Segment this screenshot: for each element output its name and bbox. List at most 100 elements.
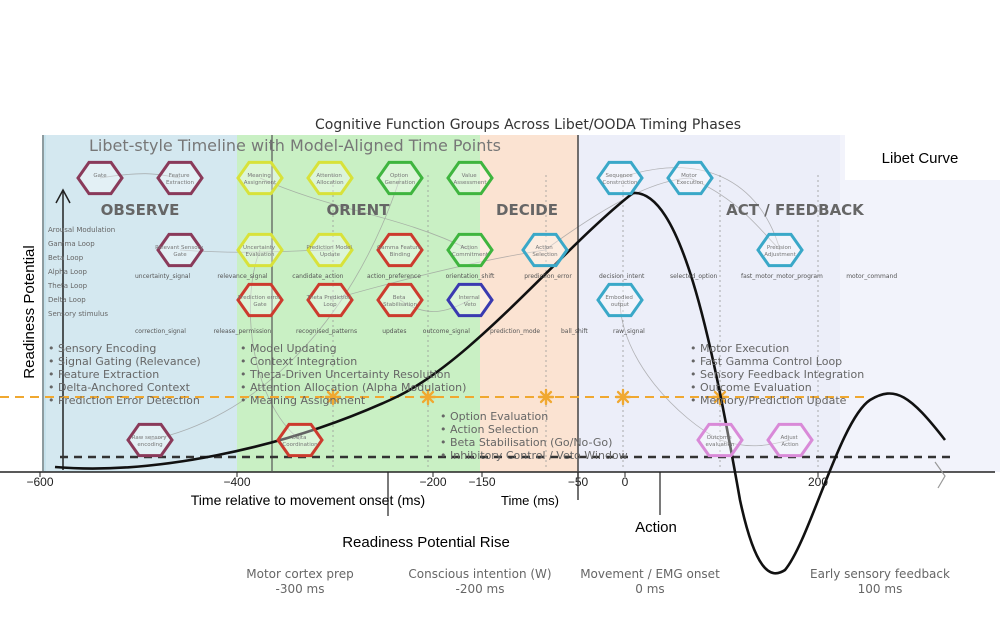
node-raw-sensory-encoding[interactable]: Raw sensory encoding [126,422,174,458]
node-outcome-evaluation[interactable]: Outcome evaluation [696,422,744,458]
node-label: Action Commitment [452,245,489,258]
hexagon-icon [306,160,354,196]
edge-label: raw_signal [613,328,645,335]
phase-label-act-feedback: ACT / FEEDBACK [726,201,865,219]
node-label: Delta Coordination [282,435,318,448]
hexagon-icon [236,160,284,196]
function-item: • Sensory Feedback Integration [690,368,864,381]
node-motor-execution[interactable]: Motor Execution [666,160,714,196]
function-item: • Meaning Assignment [240,394,366,407]
edge-label: recognised_patterns [296,328,357,335]
node-relevant-sensory-gate[interactable]: Relevant Sensory Gate [155,232,205,268]
edge-label: outcome_signal [423,328,470,335]
function-item: • Motor Execution [690,342,789,355]
node-action-commitment[interactable]: Action Commitment [446,232,494,268]
function-item: • Option Evaluation [440,410,548,423]
hexagon-icon [126,422,174,458]
event-star-icon [324,388,342,406]
hexagon-icon [156,160,204,196]
function-item: • Beta Stabilisation (Go/No-Go) [440,436,612,449]
node-label: Outcome evaluation [706,435,735,448]
node-label: Prediction Model Update [306,245,353,258]
x-axis-label: Time relative to movement onset (ms) [191,492,425,508]
phase-label-decide: DECIDE [496,201,558,219]
annotation-action: Action [635,519,677,536]
node-label: Action Selection [532,245,558,258]
hexagon-icon [446,232,494,268]
time-marker-label: Conscious intention (W)-200 ms [408,567,551,596]
time-marker-time: -200 ms [456,582,505,596]
node-delta-coordination[interactable]: Delta Coordination [276,422,324,458]
node-option-generation[interactable]: Option Generation [376,160,424,196]
node-uncertainty-evaluation[interactable]: Uncertainty Evaluation [236,232,284,268]
function-item: • Prediction Error Detection [48,394,200,407]
function-item: • Fast Gamma Control Loop [690,355,842,368]
function-item: • Inhibitory Control / Veto Window [440,449,628,462]
edge-label: updates [382,328,406,335]
node-precision-adjustment[interactable]: Precision Adjustment [756,232,804,268]
time-marker-time: 0 ms [635,582,664,596]
loop-label: Alpha Loop [48,268,87,276]
x-axis-label-2: Time (ms) [501,493,559,508]
time-marker-label: Motor cortex prep-300 ms [246,567,353,596]
hexagon-icon [766,422,814,458]
function-item: • Action Selection [440,423,539,436]
node-internal-veto[interactable]: Internal Veto [446,282,494,318]
edge-label: candidate_action [292,273,343,280]
node-label: Gate [93,173,107,179]
node-feature-extraction[interactable]: Feature Extraction [156,160,204,196]
function-item: • Theta-Driven Uncertainty Resolution [240,368,451,381]
legend-libet-curve: Libet Curve [882,150,959,167]
node-beta-stabilisation[interactable]: Beta Stabilisation [376,282,424,318]
node-theta-prediction-loop[interactable]: Theta Prediction Loop [306,282,354,318]
node-label: Adjust Action [781,435,800,448]
edge-label: ball_shift [561,328,588,335]
phase-band-3 [578,135,840,472]
node-prediction-model-update[interactable]: Prediction Model Update [306,232,354,268]
node-label: Value Assessment [454,173,488,186]
edge-label: correction_signal [135,328,186,335]
chart-subtitle: Libet-style Timeline with Model-Aligned … [89,136,501,155]
event-star-icon [419,388,437,406]
y-axis-arrow-icon [55,188,71,204]
x-tick-label: 200 [808,475,828,489]
loop-label: Delta Loop [48,296,86,304]
edge-label: motor_command [846,273,897,280]
node-embodied-output[interactable]: Embodied output [596,282,644,318]
hexagon-icon [306,232,354,268]
x-tick-label: −150 [468,475,495,489]
edge-label: action_preference [367,273,421,280]
hexagon-icon [306,282,354,318]
node-gate[interactable]: Gate [76,160,124,196]
node-meaning-assignment[interactable]: Meaning Assignment [236,160,284,196]
node-attention-allocation[interactable]: Attention Allocation [306,160,354,196]
function-item: • Signal Gating (Relevance) [48,355,201,368]
node-sequence-construction[interactable]: Sequence Construction [596,160,644,196]
node-value-assessment[interactable]: Value Assessment [446,160,494,196]
node-label: Uncertainty Evaluation [243,245,277,258]
phase-band-1 [237,135,480,472]
node-label: Gamma Feature Binding [377,245,423,258]
y-axis-label: Readiness Potential [21,245,38,378]
hexagon-icon [156,232,204,268]
node-label: Precision Adjustment [764,245,796,258]
phase-band-2 [480,135,578,472]
node-action-selection[interactable]: Action Selection [521,232,569,268]
loop-label: Beta Loop [48,254,84,262]
hexagon-icon [376,232,424,268]
hexagon-icon [446,282,494,318]
function-item: • Delta-Anchored Context [48,381,191,394]
node-prediction-error-gate[interactable]: Prediction error Gate [236,282,284,318]
hexagon-icon [76,160,124,196]
hexagon-icon [376,282,424,318]
time-marker-name: Conscious intention (W) [408,567,551,581]
node-label: Attention Allocation [316,173,344,186]
hexagon-icon [236,232,284,268]
node-adjust-action[interactable]: Adjust Action [766,422,814,458]
phase-band-edge [42,135,46,472]
function-item: • Model Updating [240,342,337,355]
time-marker-name: Movement / EMG onset [580,567,720,581]
function-item: • Feature Extraction [48,368,159,381]
node-gamma-feature-binding[interactable]: Gamma Feature Binding [376,232,424,268]
